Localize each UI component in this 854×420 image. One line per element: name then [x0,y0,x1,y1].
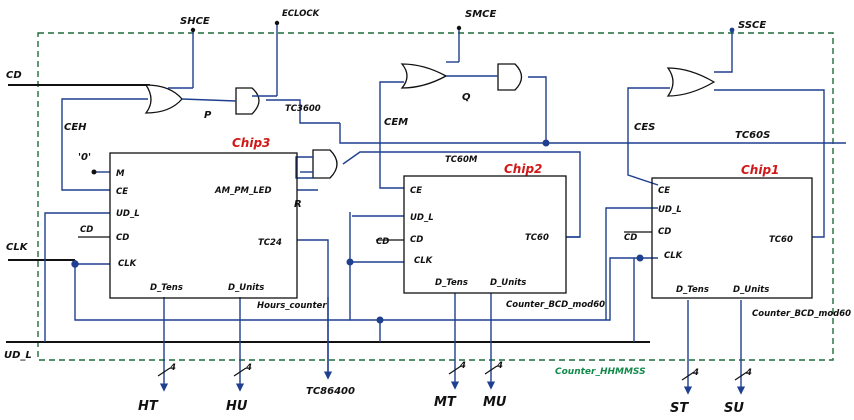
ssce-label: SSCE [738,20,766,31]
cd-input: CD [6,70,150,86]
chip3-port-d-tens: D_Tens [150,283,183,293]
chip2-cd-in: CD [376,237,389,247]
output-hu: HU [226,399,248,414]
eclock-label: ECLOCK [282,9,321,19]
or-gate-ceh [144,84,183,114]
chip2-label: Chip2 [504,162,542,176]
smce-input: SMCE [446,9,496,63]
bus-width-su: 4 [745,368,752,378]
output-st: ST [670,401,689,416]
and-gate-tc60m [312,149,338,179]
or-gate-ces [666,67,716,97]
and-gate-p [235,87,260,115]
chip3-name: Hours_counter [257,301,327,311]
smce-label: SMCE [465,9,496,20]
label-tc60m: TC60M [445,155,478,165]
chip3-port-cd: CD [116,233,129,243]
output-mu: MU [483,395,507,410]
chip1-port-ud-l: UD_L [658,205,682,215]
label-p: P [204,110,212,121]
label-cem: CEM [384,117,408,128]
bus-width-hu: 4 [245,363,252,373]
label-ces: CES [634,122,655,133]
label-zero: '0' [78,152,91,163]
cd-label: CD [6,70,22,81]
component-boundary [37,32,834,361]
label-tc60s: TC60S [735,130,770,141]
chip1-port-tc60: TC60 [769,235,793,245]
chip1-label: Chip1 [741,163,779,177]
chip3-label: Chip3 [232,136,270,150]
clk-input: CLK [6,242,75,261]
label-ceh: CEH [64,122,87,133]
chip3-port-ce: CE [116,187,128,197]
chip3-hours-counter: Chip3 M CE UD_L CD CD CLK AM_PM_LED TC24… [78,136,327,311]
chip3-port-d-units: D_Units [228,283,264,293]
bus-width-ht: 4 [169,363,176,373]
chip2-port-d-tens: D_Tens [435,278,468,288]
chip2-port-ud-l: UD_L [410,213,434,223]
output-mt: MT [434,395,457,410]
chip3-cd-in: CD [80,225,93,235]
output-tc86400: TC86400 [306,386,355,397]
chip1-port-ce: CE [658,186,670,196]
chip2-name: Counter_BCD_mod60 [506,300,605,310]
chip2-port-ce: CE [410,186,422,196]
chip3-port-tc24: TC24 [258,238,282,248]
or-gate-cem [400,63,448,89]
ud-l-label: UD_L [4,350,32,361]
chip1-port-cd: CD [658,227,671,237]
bus-width-st: 4 [692,368,699,378]
boundary-label: Counter_HHMMSS [555,367,646,377]
output-su: SU [724,401,744,416]
chip1-port-d-units: D_Units [733,285,769,295]
chip2-port-clk: CLK [414,256,434,266]
wires [44,75,846,378]
label-r: R [294,199,302,210]
chip1-cd-in: CD [624,233,637,243]
chip3-port-am-pm-led: AM_PM_LED [214,186,272,196]
output-buses [159,293,746,395]
ssce-input: SSCE [714,20,766,73]
bus-width-marks [157,365,748,381]
chip1-counter-bcd-mod60: Chip1 CE UD_L CD CD CLK TC60 D_Tens D_Un… [624,163,851,319]
chip3-port-clk: CLK [118,259,138,269]
chip2-counter-bcd-mod60: Chip2 CE UD_L CD CD CLK TC60 D_Tens D_Un… [376,162,605,310]
output-ht: HT [138,399,159,414]
and-gate-q [497,63,523,91]
chip1-port-clk: CLK [664,251,684,261]
bus-width-mu: 4 [496,361,503,371]
chip2-port-d-units: D_Units [490,278,526,288]
shce-input: SHCE [180,16,210,88]
chip1-port-d-tens: D_Tens [676,285,709,295]
label-tc3600: TC3600 [285,104,321,114]
chip3-port-ud-l: UD_L [116,209,140,219]
clk-label: CLK [6,242,29,253]
chip3-port-m: M [116,169,125,179]
ud-l-input: UD_L [4,341,650,361]
chip2-port-tc60: TC60 [525,233,549,243]
chip1-name: Counter_BCD_mod60 [752,309,851,319]
bus-width-mt: 4 [459,361,466,371]
shce-label: SHCE [180,16,210,27]
chip2-port-cd: CD [410,235,423,245]
eclock-input: ECLOCK [274,9,321,96]
label-q: Q [462,92,471,103]
